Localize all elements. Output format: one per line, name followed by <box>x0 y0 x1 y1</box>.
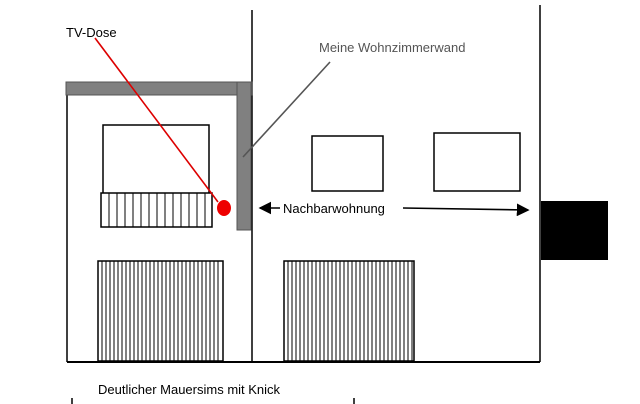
ceiling-wall-section <box>65 81 253 96</box>
tv-socket-pointer-line <box>94 37 219 203</box>
garage-door-right <box>283 260 415 362</box>
adjacent-black-block <box>541 201 608 260</box>
wall-ledge-label: Deutlicher Mauersims mit Knick <box>98 382 281 397</box>
tv-socket-dot <box>217 200 231 216</box>
living-room-wall-label: Meine Wohnzimmerwand <box>319 40 466 55</box>
neighbor-window-2 <box>433 132 521 192</box>
neighbor-window-1 <box>311 135 384 192</box>
balcony-railing <box>100 192 213 228</box>
wall-pointer-line <box>242 61 331 158</box>
garage-door-left <box>97 260 224 362</box>
tv-socket-label: TV-Dose <box>66 25 117 40</box>
neighbor-apartment-label: Nachbarwohnung <box>283 201 385 216</box>
arrow-right <box>402 203 530 217</box>
garage-left-frame <box>97 260 224 362</box>
